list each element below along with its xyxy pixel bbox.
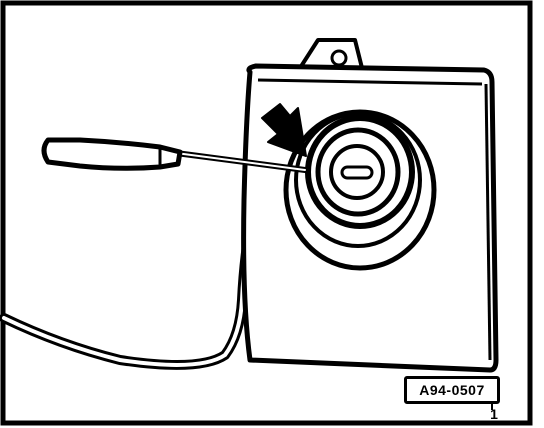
lock-bezel-ring — [305, 115, 415, 229]
figure-reference-code: A94-0507 — [404, 376, 500, 404]
mounting-hole — [330, 49, 348, 67]
figure-border — [0, 0, 533, 426]
screwdriver-shaft-highlight — [175, 152, 306, 171]
mounting-tab — [298, 38, 364, 70]
direction-arrow-icon — [261, 103, 307, 157]
panel-top-line — [257, 78, 483, 86]
screwdriver-handle — [41, 137, 183, 171]
lock-cylinder-inner-ring — [329, 144, 385, 200]
key-slot — [340, 165, 374, 180]
panel-edge-line — [484, 83, 492, 361]
cable-inner — [2, 223, 252, 367]
lock-housing-middle-ring — [294, 112, 422, 248]
cable-outline — [0, 220, 255, 370]
callout-label: 1 — [490, 406, 498, 422]
